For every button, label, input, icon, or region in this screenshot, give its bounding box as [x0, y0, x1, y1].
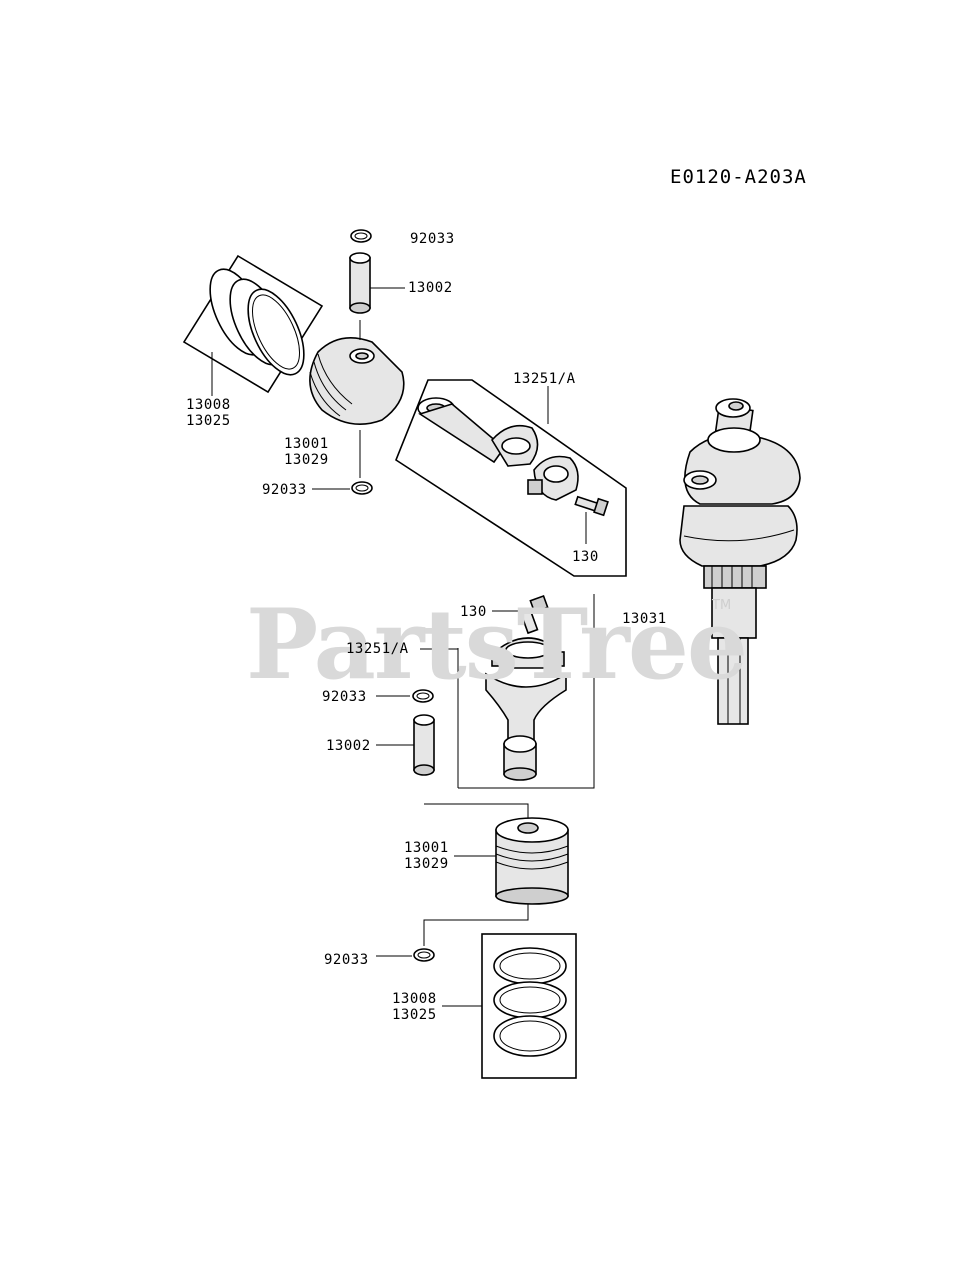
circlip-top-lower[interactable] [351, 481, 373, 495]
diagram-code: E0120-A203A [670, 166, 807, 188]
connecting-rod-bottom[interactable] [485, 672, 567, 781]
watermark: PartsTree [246, 588, 748, 701]
label-rod-top-kit[interactable]: 13251/A [513, 371, 576, 387]
piston-rings-bottom[interactable] [493, 947, 567, 1057]
connecting-rod-top-box [395, 379, 627, 577]
connecting-rod-top[interactable] [417, 397, 539, 467]
label-piston-bottom-1[interactable]: 13001 [404, 840, 449, 856]
circlip-bottom-lower[interactable] [413, 948, 435, 962]
label-crankshaft[interactable]: 13031 [622, 611, 667, 627]
rod-bolt-bottom[interactable] [519, 594, 549, 635]
label-piston-top-2[interactable]: 13029 [284, 452, 329, 468]
piston-pin-bottom[interactable] [413, 714, 435, 776]
label-pin-bottom[interactable]: 13002 [326, 738, 371, 754]
label-rings-top-1[interactable]: 13008 [186, 397, 231, 413]
label-circlip-top[interactable]: 92033 [410, 231, 455, 247]
label-rings-bottom-2[interactable]: 13025 [392, 1007, 437, 1023]
label-piston-top-1[interactable]: 13001 [284, 436, 329, 452]
trademark-mark: TM [712, 598, 732, 613]
rod-cap-top[interactable] [527, 455, 579, 501]
circlip-top[interactable] [350, 229, 372, 243]
label-rings-bottom-1[interactable]: 13008 [392, 991, 437, 1007]
circlip-bottom[interactable] [412, 689, 434, 703]
label-circlip-bottom[interactable]: 92033 [322, 689, 367, 705]
label-pin-top[interactable]: 13002 [408, 280, 453, 296]
label-rings-top-2[interactable]: 13025 [186, 413, 231, 429]
label-bolt-top[interactable]: 130 [572, 549, 599, 565]
piston-rings-top[interactable] [182, 254, 324, 394]
crankshaft[interactable] [679, 398, 801, 725]
piston-bottom[interactable] [495, 817, 569, 905]
label-rod-bottom-kit[interactable]: 13251/A [346, 641, 409, 657]
label-circlip-bottom-lower[interactable]: 92033 [324, 952, 369, 968]
rod-cap-bottom[interactable] [491, 637, 565, 669]
piston-top[interactable] [309, 336, 405, 426]
rod-bolt-top[interactable] [574, 495, 609, 517]
label-bolt-bottom[interactable]: 130 [460, 604, 487, 620]
label-piston-bottom-2[interactable]: 13029 [404, 856, 449, 872]
label-circlip-top-lower[interactable]: 92033 [262, 482, 307, 498]
piston-pin-top[interactable] [349, 252, 371, 314]
